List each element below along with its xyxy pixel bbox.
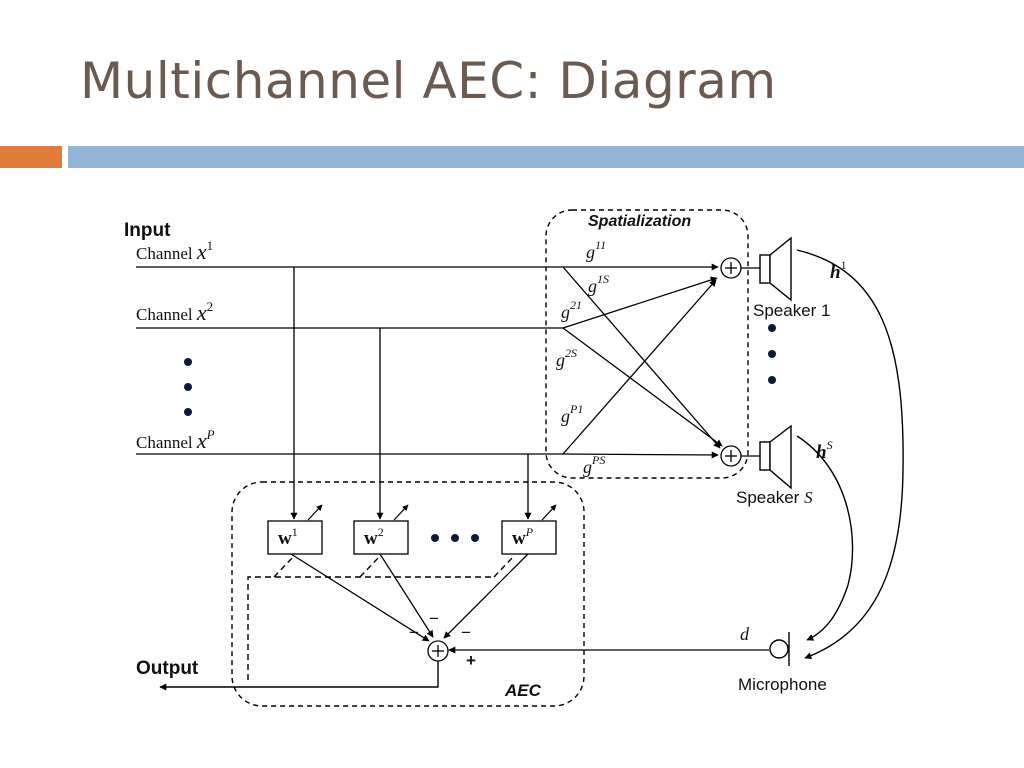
gain-g2s: g2S [556,346,577,370]
filter-w1: w1 [267,520,323,555]
filter-ellipsis-dots [431,534,479,542]
channel-ellipsis-dots [184,358,192,416]
aec-box [231,481,585,707]
path-hs-label: hS [816,438,833,463]
svg-text:w1: w1 [278,525,298,549]
minus-sign-3: − [461,623,471,642]
speaker-1-icon [759,236,792,302]
gain-g21: g21 [561,298,582,322]
path-h1-label: h1 [830,258,847,283]
accent-bar-blue [68,146,1024,168]
aec-sum-junction [427,640,449,662]
svg-text:Channel x1: Channel x1 [136,238,213,264]
input-label: Input [124,220,171,241]
svg-text:Channel x2: Channel x2 [136,299,213,325]
channel-label-p: Channel xP [136,427,215,453]
speaker-s-label: Speaker S [736,488,813,507]
gain-labels: g11 g1S g21 g2S gP1 gPS [556,238,609,477]
speaker-sum-junction-1 [720,257,742,279]
speaker-s-icon [759,424,792,490]
output-label: Output [136,658,199,679]
gain-g11: g11 [586,238,606,262]
speaker-1-label: Speaker 1 [753,301,831,320]
gain-gp1: gP1 [561,402,583,426]
channel-label-2: Channel x2 [136,299,213,325]
speaker-sum-junction-s [720,445,742,467]
microphone-icon [769,632,790,666]
output-path [159,661,439,691]
spatialization-label: Spatialization [588,213,691,230]
plus-sign: + [466,651,476,670]
gain-g1s: g1S [588,272,609,296]
acoustic-paths [796,249,904,660]
minus-sign-1: − [409,623,419,642]
filter-w2: w2 [353,520,409,555]
channel-label-1: Channel x1 [136,238,213,264]
spatialization-mixing-lines [562,266,723,455]
filter-output-lines [290,553,529,642]
channel-lines [136,263,719,459]
svg-text:w2: w2 [364,525,384,549]
slide-title: Multichannel AEC: Diagram [80,52,777,110]
adaptation-arrows [307,504,557,521]
gain-gps: gPS [583,453,605,477]
d-label: d [740,624,750,644]
error-feedback-dashed [247,555,515,680]
filter-wp: wP [501,520,557,555]
speaker-ellipsis-dots [768,324,776,384]
svg-text:wP: wP [512,525,534,549]
minus-sign-2: − [429,609,439,628]
svg-text:Channel xP: Channel xP [136,427,215,453]
accent-bar-orange [0,146,62,168]
filter-input-taps [290,267,532,520]
spatialization-box [545,209,749,479]
microphone-label: Microphone [738,675,827,694]
aec-label: AEC [504,681,542,700]
sum-to-speaker-lines [741,267,760,457]
